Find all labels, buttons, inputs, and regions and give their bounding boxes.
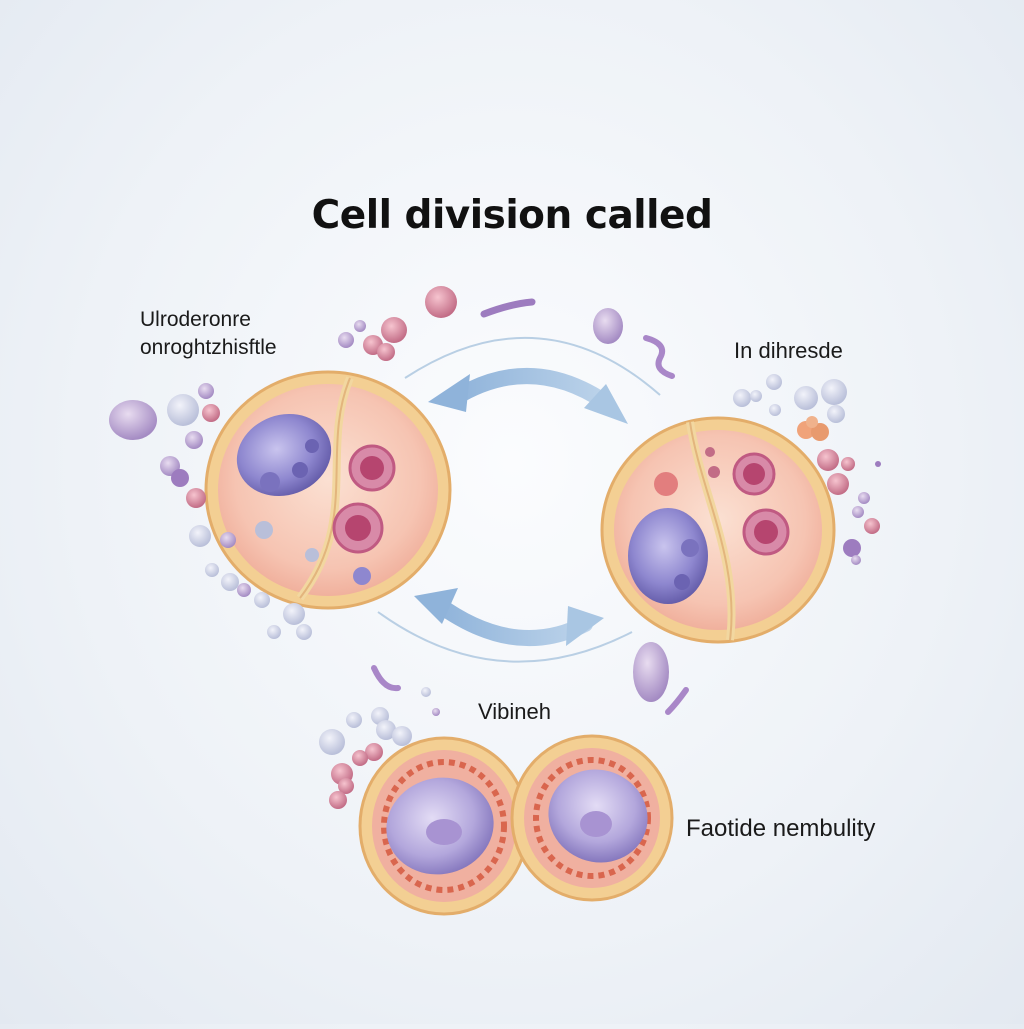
vesicles-right bbox=[733, 374, 881, 565]
bottom-daughter-cell-left bbox=[358, 736, 530, 916]
label-center: Vibineh bbox=[478, 699, 551, 724]
orbit-line-bottom bbox=[377, 611, 633, 663]
label-top-left-line2: onroghtzhisftle bbox=[140, 336, 277, 359]
vesicles-bottom bbox=[319, 642, 689, 809]
left-cell-nucleus bbox=[236, 413, 332, 497]
bottom-daughter-cell-right bbox=[510, 734, 674, 902]
right-cell-nucleus bbox=[628, 508, 708, 604]
label-right: In dihresde bbox=[734, 338, 843, 363]
diagram-title: Cell division called bbox=[311, 193, 713, 238]
label-top-left-line1: Ulroderonre bbox=[140, 308, 251, 331]
label-top-left: Ulroderonre onroghtzhisftle bbox=[140, 306, 277, 362]
orbit-line-top bbox=[404, 336, 661, 396]
right-cell bbox=[600, 416, 836, 644]
vesicles-left bbox=[109, 383, 312, 640]
bottom-double-arrow bbox=[414, 588, 604, 647]
vesicles-top-left bbox=[338, 286, 675, 379]
top-double-arrow bbox=[428, 367, 628, 424]
label-bottom-right: Faotide nembulity bbox=[686, 815, 876, 842]
left-cell bbox=[204, 370, 452, 610]
